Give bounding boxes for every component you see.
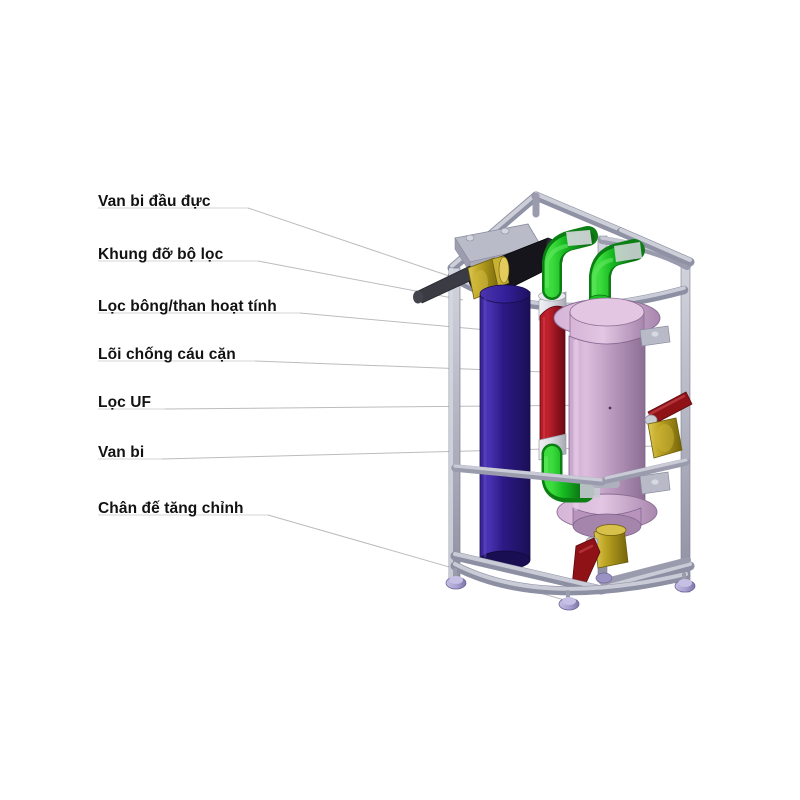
uf-mount-brackets <box>639 325 671 495</box>
uf-membrane-filter <box>553 297 661 539</box>
green-pipe-upper-left <box>542 226 598 300</box>
leader-line-van-bi-dau-duc <box>98 207 456 279</box>
callout-label-khung-do-bo-loc: Khung đỡ bộ lọc <box>98 246 224 263</box>
adjustable-foot <box>674 572 696 593</box>
adjustable-foot <box>445 568 467 590</box>
callout-label-van-bi: Van bi <box>98 444 145 461</box>
leader-line-khung-do-bo-loc <box>98 260 464 301</box>
callout-label-van-bi-dau-duc: Van bi đầu đực <box>98 193 211 210</box>
leader-line-loc-bong-than <box>98 312 488 331</box>
ball-valve-side <box>644 391 693 459</box>
callout-label-loi-chong-cau-can: Lõi chống cáu cặn <box>98 346 236 363</box>
callout-label-loc-uf: Lọc UF <box>98 394 152 411</box>
adjustable-feet <box>445 568 696 611</box>
bottom-drain-valve <box>571 524 629 593</box>
callout-label-loc-bong-than: Lọc bông/than hoạt tính <box>98 298 277 315</box>
adjustable-foot <box>595 572 613 584</box>
callout-label-chan-de-tang-chinh: Chân đế tăng chỉnh <box>98 500 244 517</box>
frame-mid-rails <box>451 458 690 486</box>
adjustable-foot <box>558 590 580 611</box>
frame-base-ring <box>450 551 695 596</box>
frame-front-left-post <box>448 267 461 587</box>
green-pipe-uf-inlet <box>588 239 645 311</box>
carbon-sediment-filter <box>479 284 531 570</box>
leader-line-loc-uf <box>98 404 610 410</box>
